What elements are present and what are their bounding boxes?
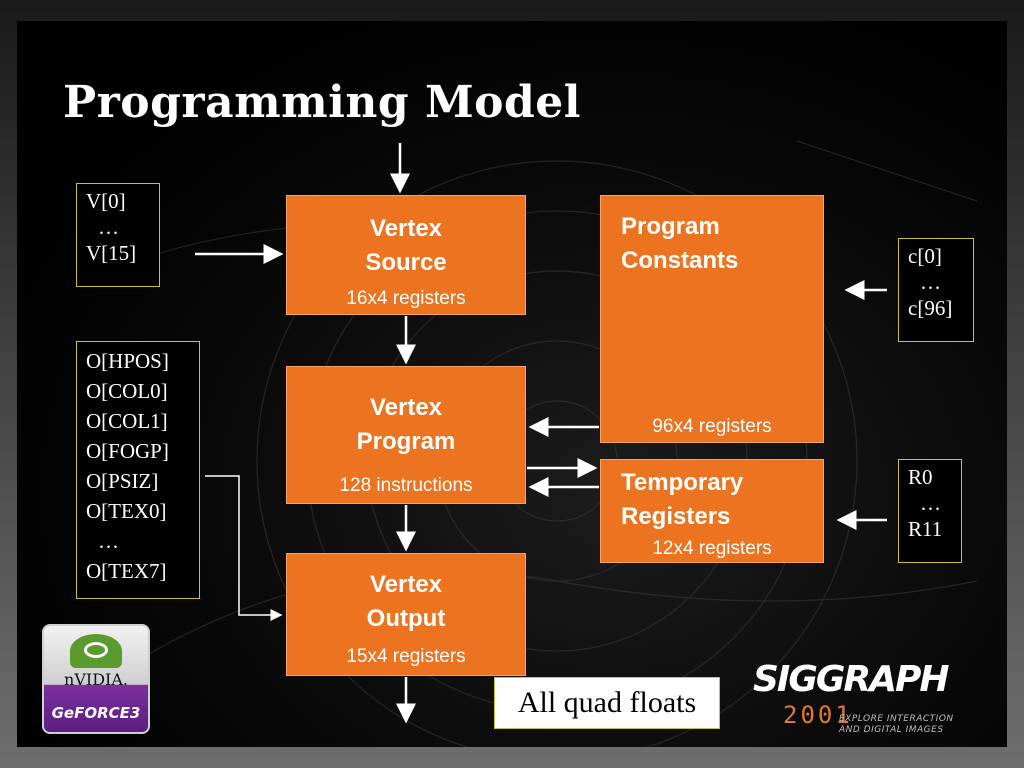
register-label: c[96]	[908, 296, 953, 320]
register-ellipsis: …	[98, 215, 119, 239]
vertex-program-box: Vertex Program 128 instructions	[286, 366, 526, 504]
register-label: O[TEX0]	[86, 499, 167, 523]
input-registers: V[0] … V[15]	[76, 183, 160, 287]
box-title: Temporary	[621, 469, 744, 496]
siggraph-tagline: EXPLORE INTERACTION AND DIGITAL IMAGES	[839, 714, 954, 736]
box-subtitle: 128 instructions	[339, 475, 473, 496]
nvidia-brand: nVIDIA.	[64, 670, 128, 689]
siggraph-wordmark: SIGGRAPH	[753, 659, 950, 700]
temp-registers: R0 … R11	[898, 459, 962, 563]
box-subtitle: 12x4 registers	[652, 538, 772, 559]
register-label: O[TEX7]	[86, 559, 167, 583]
box-title: Program	[356, 428, 456, 455]
register-label: V[15]	[86, 241, 137, 265]
box-title: Vertex	[369, 394, 443, 421]
register-label: V[0]	[86, 189, 126, 213]
register-ellipsis: …	[920, 491, 941, 515]
register-label: O[COL1]	[86, 409, 168, 433]
vertex-source-box: Vertex Source 16x4 registers	[286, 195, 526, 315]
register-label: O[FOGP]	[86, 439, 169, 463]
program-constants-box: Program Constants 96x4 registers	[600, 195, 824, 443]
temporary-registers-box: Temporary Registers 12x4 registers	[600, 459, 824, 563]
box-subtitle: 16x4 registers	[346, 288, 466, 309]
slide: Programming Model V[0] … V[15] O[HPOS] O…	[17, 21, 1007, 747]
box-title: Constants	[621, 247, 739, 274]
note-box: All quad floats	[494, 677, 720, 729]
vertex-output-box: Vertex Output 15x4 registers	[286, 553, 526, 676]
box-subtitle: 96x4 registers	[652, 416, 772, 437]
siggraph-year: 2001	[783, 701, 853, 729]
box-title: Registers	[621, 503, 731, 530]
register-label: R11	[908, 517, 943, 541]
siggraph-logo: SIGGRAPH 2001 EXPLORE INTERACTION AND DI…	[729, 659, 999, 747]
register-label: R0	[908, 465, 933, 489]
nvidia-eye-icon	[70, 634, 122, 668]
constant-registers: c[0] … c[96]	[898, 238, 974, 342]
box-title: Output	[366, 605, 446, 632]
nvidia-logo: nVIDIA. GeFORCE3	[42, 624, 150, 734]
box-title: Vertex	[369, 571, 443, 598]
box-subtitle: 15x4 registers	[346, 646, 466, 667]
page-title: Programming Model	[63, 77, 582, 128]
register-label: O[COL0]	[86, 379, 168, 403]
output-registers: O[HPOS] O[COL0] O[COL1] O[FOGP] O[PSIZ] …	[76, 341, 200, 599]
box-title: Vertex	[369, 215, 443, 242]
register-label: O[PSIZ]	[86, 469, 159, 493]
tagline-line: AND DIGITAL IMAGES	[839, 725, 944, 735]
register-ellipsis: …	[920, 270, 941, 294]
register-ellipsis: …	[98, 529, 119, 553]
box-title: Program	[621, 213, 720, 240]
register-label: O[HPOS]	[86, 349, 169, 373]
box-title: Source	[365, 249, 447, 276]
tagline-line: EXPLORE INTERACTION	[839, 714, 954, 724]
register-label: c[0]	[908, 244, 942, 268]
geforce-label: GeFORCE3	[51, 704, 141, 722]
